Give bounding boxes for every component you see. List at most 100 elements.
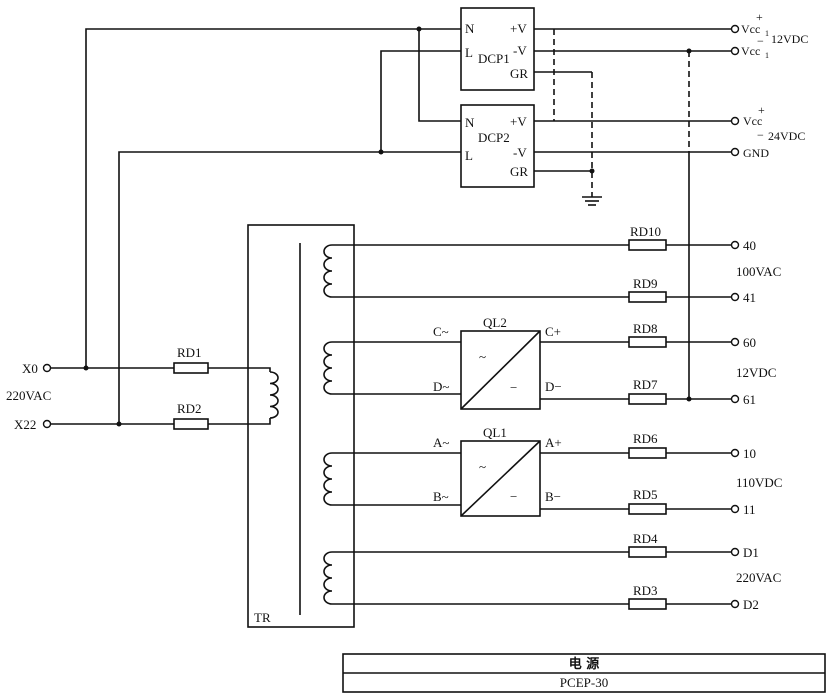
label-ql1-in-a: A~ bbox=[433, 435, 449, 450]
dcp2-name: DCP2 bbox=[478, 130, 510, 145]
wire-primary-bottom bbox=[208, 418, 271, 425]
sign-minus-1: − bbox=[757, 34, 764, 48]
junction-gr bbox=[589, 168, 595, 174]
label-ql2-out-p: C+ bbox=[545, 324, 561, 339]
fuse-rd4 bbox=[628, 546, 667, 558]
wire-n-dcp2 bbox=[418, 29, 461, 122]
terminal-11 bbox=[730, 504, 740, 514]
label-ql1-out-n: B− bbox=[545, 489, 561, 504]
title-block-title: 电 源 bbox=[569, 656, 600, 672]
label-gnd: GND bbox=[743, 146, 769, 160]
fuse-rd3 bbox=[628, 598, 667, 610]
terminal-vcc2 bbox=[730, 116, 740, 126]
terminal-41 bbox=[730, 292, 740, 302]
fuse-rd7 bbox=[628, 393, 667, 405]
sign-minus-2: − bbox=[757, 128, 764, 142]
ground-symbol bbox=[582, 196, 602, 206]
label-220vac-out: 220VAC bbox=[736, 570, 781, 585]
dcp2-pin-nv: -V bbox=[513, 145, 527, 160]
dcp2-pin-gr: GR bbox=[510, 164, 528, 179]
label-terminal-41: 41 bbox=[743, 290, 756, 305]
secondary-coil-2 bbox=[323, 341, 333, 395]
title-block-model: PCEP-30 bbox=[560, 675, 608, 690]
label-24vdc: 24VDC bbox=[768, 129, 805, 143]
terminal-60 bbox=[730, 337, 740, 347]
junction-x0 bbox=[83, 365, 89, 371]
junction-n bbox=[416, 26, 422, 32]
terminal-vcc1-plus bbox=[730, 24, 740, 34]
wire-n-bus bbox=[85, 28, 461, 368]
junction-l bbox=[378, 149, 384, 155]
junction-vcc1-minus bbox=[686, 48, 692, 54]
terminal-x22 bbox=[42, 419, 52, 429]
dcp2-module bbox=[460, 104, 535, 188]
label-rd3: RD3 bbox=[633, 583, 658, 598]
ql2-dc-symbol: − bbox=[510, 380, 517, 395]
label-rd9: RD9 bbox=[633, 276, 658, 291]
primary-coil bbox=[269, 371, 279, 419]
ql1-dc-symbol: − bbox=[510, 489, 517, 504]
label-rd5: RD5 bbox=[633, 487, 658, 502]
label-terminal-61: 61 bbox=[743, 392, 756, 407]
terminal-gnd bbox=[730, 147, 740, 157]
secondary-coil-1 bbox=[323, 244, 333, 298]
wire-l-bus bbox=[118, 151, 461, 424]
dcp2-pin-pv: +V bbox=[510, 114, 527, 129]
label-ql2: QL2 bbox=[483, 315, 507, 330]
fuse-rd5 bbox=[628, 503, 667, 515]
label-rd10: RD10 bbox=[630, 224, 661, 239]
fuse-rd8 bbox=[628, 336, 667, 348]
fuse-rd1 bbox=[173, 362, 209, 374]
fuse-rd2 bbox=[173, 418, 209, 430]
sign-plus-2: + bbox=[758, 103, 765, 117]
label-vcc1-plus-sub: 1 bbox=[765, 29, 769, 38]
terminal-d2 bbox=[730, 599, 740, 609]
transformer-frame bbox=[247, 224, 355, 628]
dcp1-pin-pv: +V bbox=[510, 21, 527, 36]
terminal-vcc1-minus bbox=[730, 46, 740, 56]
label-terminal-d1: D1 bbox=[743, 545, 759, 560]
sign-plus-1: + bbox=[756, 10, 763, 24]
label-12vdc: 12VDC bbox=[736, 365, 776, 380]
dcp1-name: DCP1 bbox=[478, 51, 510, 66]
dcp1-pin-n: N bbox=[465, 21, 475, 36]
dcp2-pin-l: L bbox=[465, 148, 473, 163]
label-ql2-in-b: D~ bbox=[433, 379, 449, 394]
label-110vdc: 110VDC bbox=[736, 475, 782, 490]
secondary-coil-3 bbox=[323, 452, 333, 506]
label-terminal-11: 11 bbox=[743, 502, 756, 517]
label-terminal-40: 40 bbox=[743, 238, 756, 253]
label-terminal-d2: D2 bbox=[743, 597, 759, 612]
label-rd4: RD4 bbox=[633, 531, 658, 546]
dcp1-module bbox=[460, 7, 535, 91]
label-x0: X0 bbox=[22, 361, 38, 376]
label-ql2-out-n: D− bbox=[545, 379, 562, 394]
fuse-rd6 bbox=[628, 447, 667, 459]
terminal-40 bbox=[730, 240, 740, 250]
label-12vdc-top: 12VDC bbox=[771, 32, 808, 46]
label-vcc1-minus-sub: 1 bbox=[765, 51, 769, 60]
label-x22: X22 bbox=[14, 417, 36, 432]
rectifier-ql2-diagonal bbox=[460, 330, 541, 410]
fuse-rd10 bbox=[628, 239, 667, 251]
dcp1-pin-l: L bbox=[465, 45, 473, 60]
wire-l-dcp1 bbox=[380, 50, 461, 152]
terminal-d1 bbox=[730, 547, 740, 557]
terminal-10 bbox=[730, 448, 740, 458]
label-ql1-out-p: A+ bbox=[545, 435, 562, 450]
fuse-rd9 bbox=[628, 291, 667, 303]
label-rd8: RD8 bbox=[633, 321, 658, 336]
label-ql1-in-b: B~ bbox=[433, 489, 449, 504]
ql2-ac-symbol: ~ bbox=[479, 349, 486, 364]
label-rd1: RD1 bbox=[177, 345, 202, 360]
wire-primary-top bbox=[208, 367, 271, 372]
label-vcc1-plus: Vcc bbox=[741, 22, 760, 36]
label-vcc1-minus: Vcc bbox=[741, 44, 760, 58]
label-rd6: RD6 bbox=[633, 431, 658, 446]
label-vcc2: Vcc bbox=[743, 114, 762, 128]
label-ql2-in-a: C~ bbox=[433, 324, 449, 339]
label-100vac: 100VAC bbox=[736, 264, 781, 279]
secondary-coil-4 bbox=[323, 551, 333, 605]
label-rd2: RD2 bbox=[177, 401, 202, 416]
label-rd7: RD7 bbox=[633, 377, 658, 392]
